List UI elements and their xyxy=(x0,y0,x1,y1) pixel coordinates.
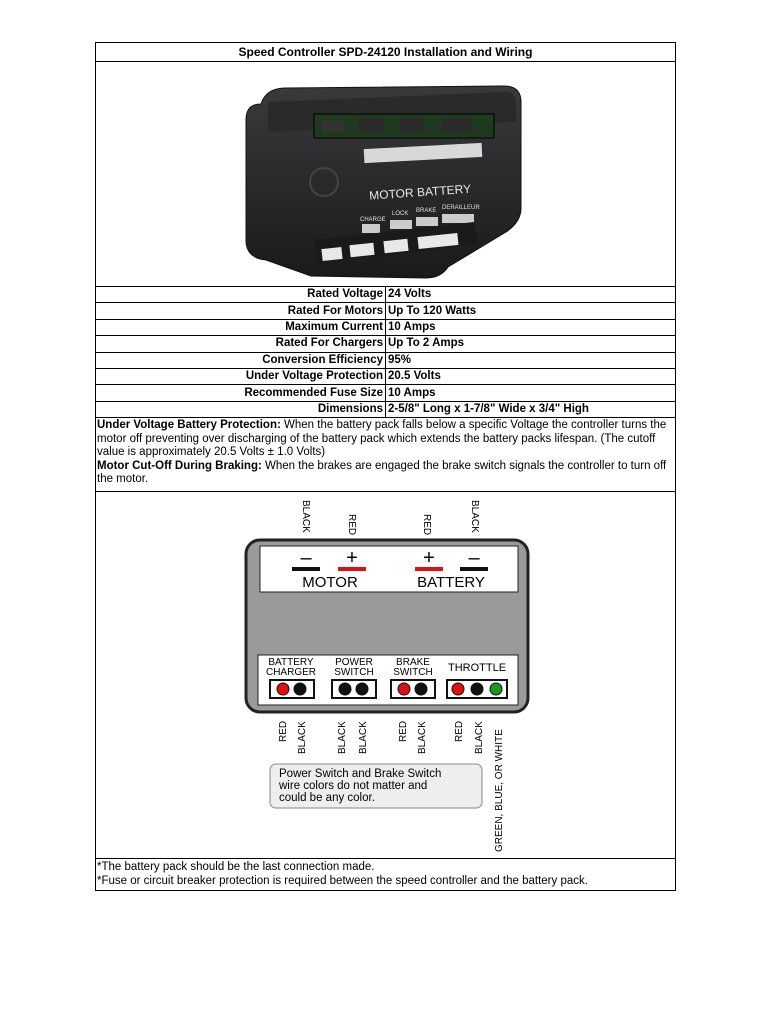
pin-green xyxy=(489,682,503,696)
connector-label: POWER xyxy=(335,657,373,668)
undervoltage-heading: Under Voltage Battery Protection: xyxy=(97,419,281,432)
pin-black xyxy=(470,682,484,696)
minus-sign: – xyxy=(468,547,480,569)
photo-port-label: BRAKE xyxy=(416,208,436,214)
wire-label: BLACK xyxy=(474,721,485,754)
wire-label: RED xyxy=(421,514,432,535)
note-line: could be any color. xyxy=(279,792,375,804)
notes-section: Under Voltage Battery Protection: When t… xyxy=(96,418,675,492)
wire-label: BLACK xyxy=(469,500,480,533)
connector-label: CHARGER xyxy=(266,667,316,678)
spec-label: Dimensions xyxy=(96,401,386,419)
connector-label: THROTTLE xyxy=(448,662,506,674)
pin-black xyxy=(414,682,428,696)
wire-label: BLACK xyxy=(358,721,369,754)
pin-black xyxy=(293,682,307,696)
photo-port-label: DERAILLEUR xyxy=(442,205,480,211)
battery-plus-terminal xyxy=(415,566,443,571)
spec-value: 24 Volts xyxy=(385,287,675,304)
wire-label: BLACK xyxy=(417,721,428,754)
spec-label: Rated For Chargers xyxy=(96,335,386,353)
motor-minus-terminal xyxy=(292,566,320,571)
braking-heading: Motor Cut-Off During Braking: xyxy=(97,459,262,472)
document-title: Speed Controller SPD-24120 Installation … xyxy=(96,43,675,62)
spec-value: 20.5 Volts xyxy=(385,368,675,386)
pin-black xyxy=(355,682,369,696)
footer-note: *Fuse or circuit breaker protection is r… xyxy=(97,874,588,887)
spec-label: Recommended Fuse Size xyxy=(96,384,386,402)
spec-label: Maximum Current xyxy=(96,319,386,337)
wire-label: RED xyxy=(278,721,289,742)
wire-label: BLACK xyxy=(300,500,311,533)
note-line: Power Switch and Brake Switch xyxy=(279,768,441,780)
spec-label: Rated For Motors xyxy=(96,302,386,320)
connector-label: SWITCH xyxy=(334,667,373,678)
wiring-diagram-svg: BLACK RED RED BLACK – + + – MOTOR BATTER… xyxy=(244,500,530,852)
braking-note: Motor Cut-Off During Braking: When the b… xyxy=(97,460,674,487)
spec-value: 2-5/8" Long x 1-7/8" Wide x 3/4" High xyxy=(385,401,675,419)
wire-label: BLACK xyxy=(297,721,308,754)
undervoltage-text: When the battery pack falls below a spec… xyxy=(97,419,667,459)
spec-label: Conversion Efficiency xyxy=(96,352,386,369)
battery-label: BATTERY xyxy=(417,574,485,591)
minus-sign: – xyxy=(300,547,312,569)
connector-label: BRAKE xyxy=(396,657,430,668)
wire-color-note xyxy=(269,763,483,809)
photo-port-label: LOCK xyxy=(392,211,408,217)
photo-port-label: CHARGE xyxy=(360,217,386,223)
plus-sign: + xyxy=(423,547,435,569)
motor-plus-terminal xyxy=(338,566,366,571)
wire-label: RED xyxy=(346,514,357,535)
pin-red xyxy=(397,682,411,696)
note-line: wire colors do not matter and xyxy=(278,780,427,792)
wire-label: RED xyxy=(398,721,409,742)
wire-label: BLACK xyxy=(337,721,348,754)
spec-value: Up To 2 Amps xyxy=(385,335,675,353)
spec-value: Up To 120 Watts xyxy=(385,302,675,320)
spec-value: 10 Amps xyxy=(385,384,675,402)
battery-minus-terminal xyxy=(460,566,488,571)
footer-notes: *The battery pack should be the last con… xyxy=(96,859,675,890)
wire-label: GREEN, BLUE, OR WHITE xyxy=(494,729,505,852)
footer-note: *The battery pack should be the last con… xyxy=(97,860,375,873)
braking-text: When the brakes are engaged the brake sw… xyxy=(97,459,667,486)
controller-photo: MOTOR BATTERY CHARGE LOCK BRAKE DERAILLE… xyxy=(245,85,522,279)
spec-label: Rated Voltage xyxy=(96,287,386,304)
motor-label: MOTOR xyxy=(302,574,358,591)
pin-red xyxy=(451,682,465,696)
connector-label: BATTERY xyxy=(268,657,314,668)
plus-sign: + xyxy=(346,547,358,569)
product-photo: MOTOR BATTERY CHARGE LOCK BRAKE DERAILLE… xyxy=(96,62,675,287)
connector-label: SWITCH xyxy=(393,667,432,678)
spec-value: 95% xyxy=(385,352,675,369)
spec-value: 10 Amps xyxy=(385,319,675,337)
spec-label: Under Voltage Protection xyxy=(96,368,386,386)
pin-red xyxy=(276,682,290,696)
document-page: Speed Controller SPD-24120 Installation … xyxy=(95,42,676,891)
wire-label: RED xyxy=(454,721,465,742)
undervoltage-note: Under Voltage Battery Protection: When t… xyxy=(97,419,674,460)
pin-black xyxy=(338,682,352,696)
wiring-diagram: BLACK RED RED BLACK – + + – MOTOR BATTER… xyxy=(96,492,675,859)
